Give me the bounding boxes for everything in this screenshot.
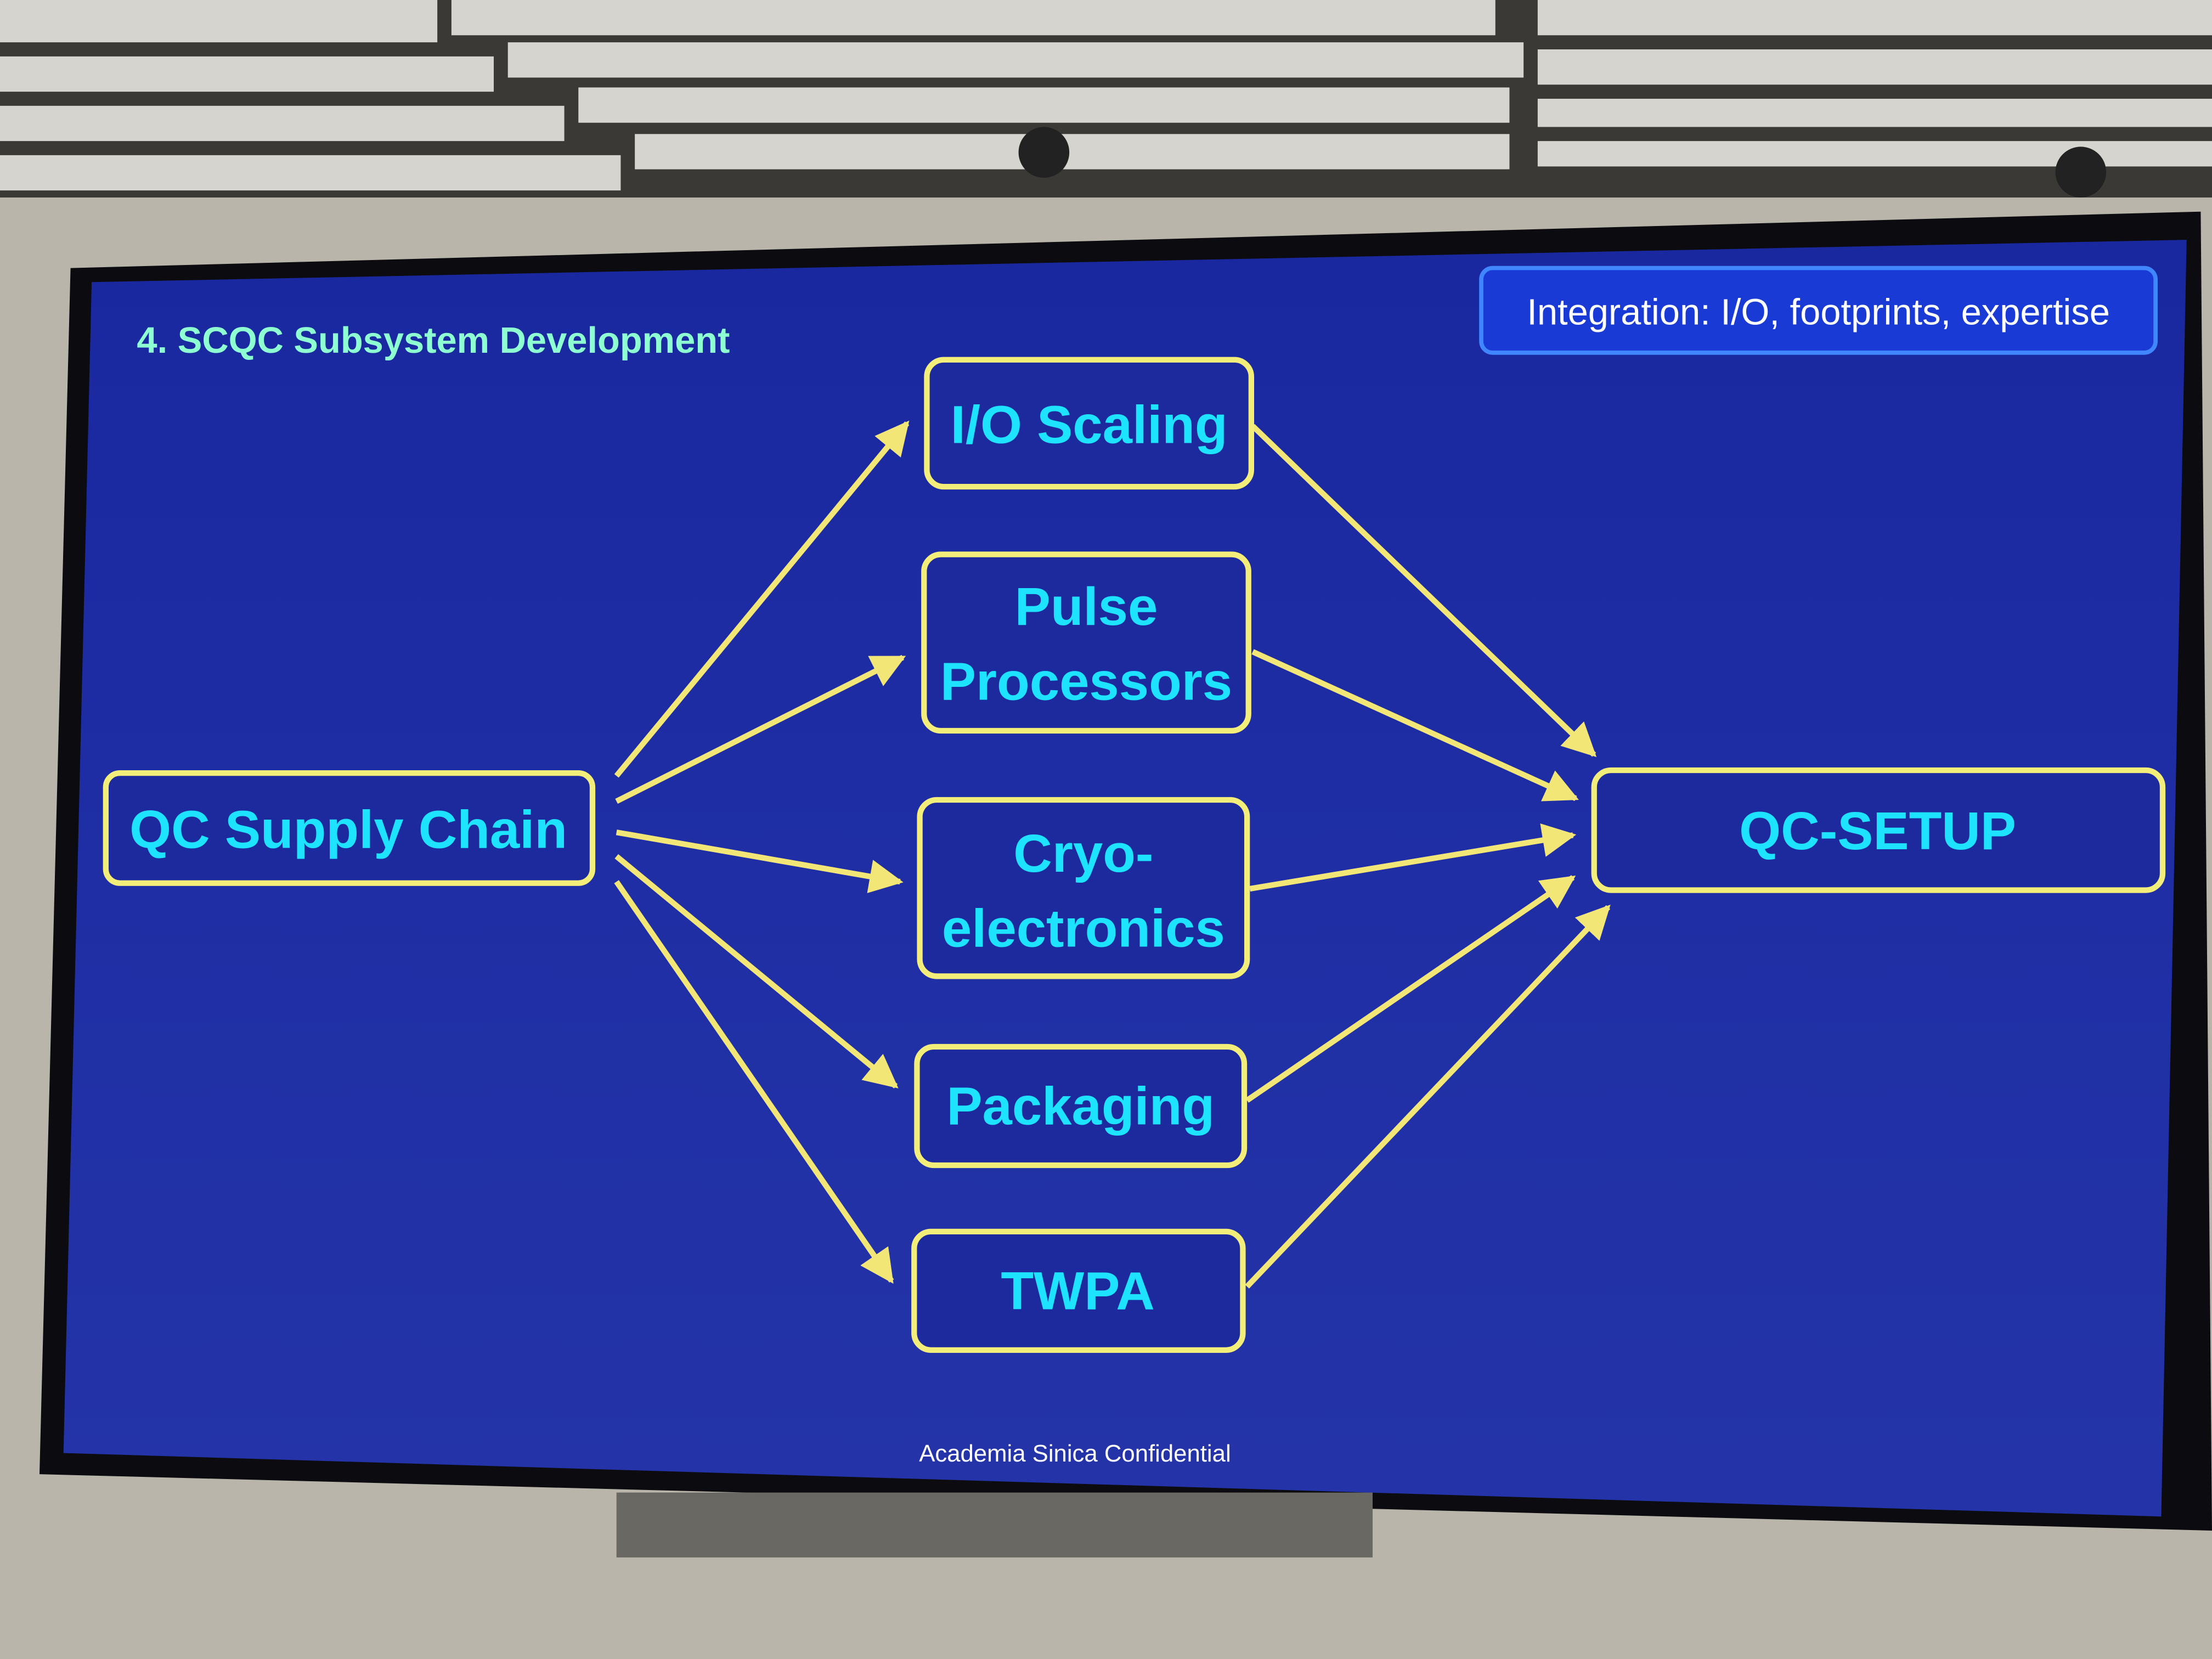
arrow-cryo-to-setup xyxy=(1249,823,1577,892)
integration-badge: Integration: I/O, footprints, expertise xyxy=(1479,266,2158,355)
node-pulse-processors: Pulse Processors xyxy=(921,551,1251,734)
wall-panel xyxy=(616,1492,1373,1558)
node-label: QC-SETUP xyxy=(1739,801,2016,861)
security-camera xyxy=(1018,127,1070,178)
arrow-twpa-to-setup xyxy=(1245,904,1611,1289)
node-io-scaling: I/O Scaling xyxy=(924,357,1255,490)
arrow-supply-to-pulse xyxy=(615,654,906,804)
slide-title: 4. SCQC Subsystem Development xyxy=(137,320,730,361)
node-packaging: Packaging xyxy=(914,1043,1248,1169)
node-qc-supply-chain: QC Supply Chain xyxy=(103,770,596,886)
arrow-pulse-to-setup xyxy=(1251,649,1579,802)
node-twpa: TWPA xyxy=(911,1228,1246,1353)
arrow-supply-to-cryo xyxy=(616,830,904,894)
node-label: Processors xyxy=(940,651,1232,711)
node-label: QC Supply Chain xyxy=(129,799,567,859)
slide-footer: Academia Sinica Confidential xyxy=(919,1440,1231,1467)
node-label: TWPA xyxy=(1001,1261,1154,1321)
node-cryo-electronics: Cryo- electronics xyxy=(917,797,1250,979)
arrow-supply-to-twpa xyxy=(614,880,894,1284)
security-camera xyxy=(2055,146,2107,198)
node-label: Packaging xyxy=(946,1076,1215,1136)
arrow-supply-to-packaging xyxy=(614,854,899,1088)
node-label: electronics xyxy=(942,898,1225,958)
node-qc-setup: QC-SETUP xyxy=(1591,767,2166,893)
arrow-supply-to-io xyxy=(614,420,910,778)
arrow-io-to-setup xyxy=(1250,424,1597,757)
node-label: I/O Scaling xyxy=(951,394,1228,454)
integration-label: Integration: I/O, footprints, expertise xyxy=(1527,291,2110,332)
arrow-packaging-to-setup xyxy=(1245,875,1576,1103)
arrows xyxy=(614,420,1611,1289)
node-label: Cryo- xyxy=(1013,823,1153,883)
node-label: Pulse xyxy=(1015,577,1158,636)
